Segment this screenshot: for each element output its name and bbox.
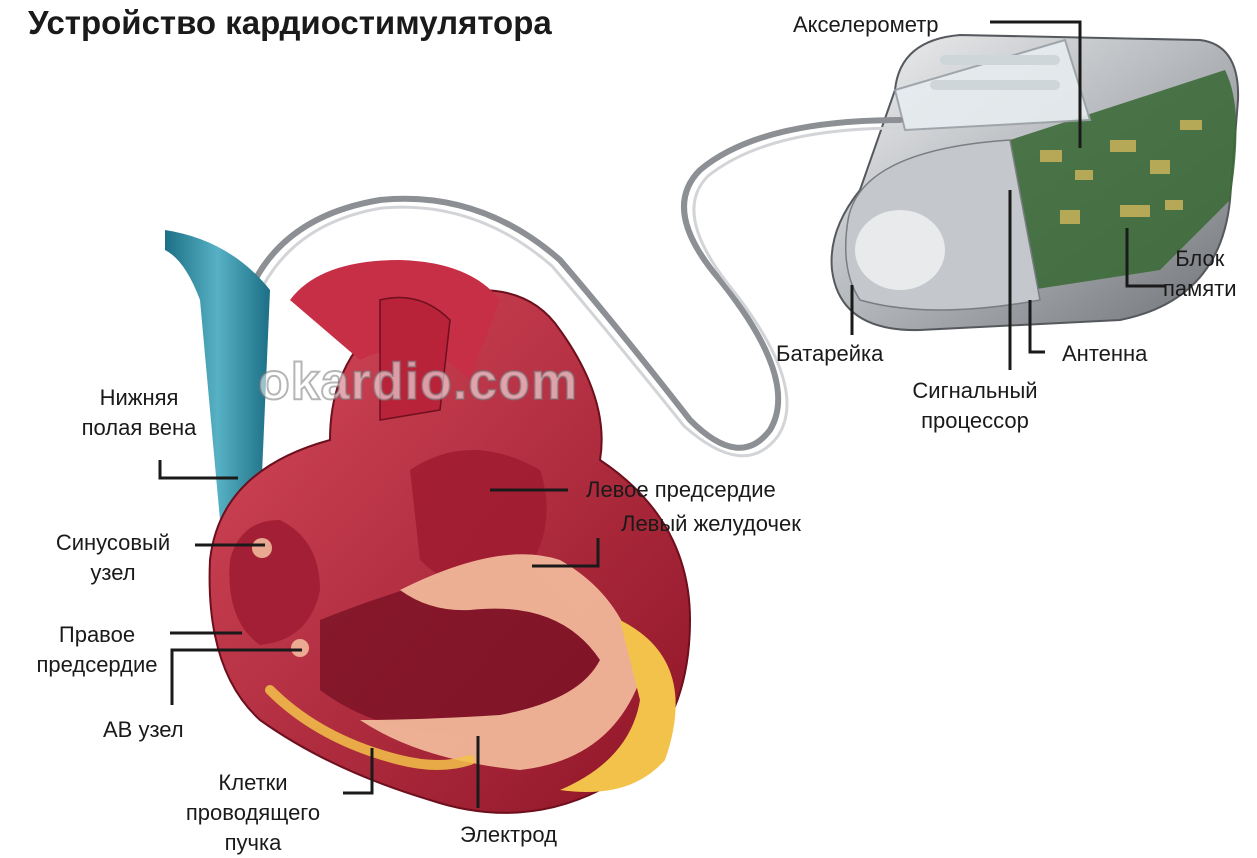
label-memory-unit-line-1: Блок — [1163, 244, 1237, 274]
label-sinus-node: Синусовый узел — [38, 528, 188, 588]
label-conduction-cells-line-1: Клетки — [168, 768, 338, 798]
label-right-atrium-line-2: предсердие — [22, 650, 172, 680]
label-left-ventricle: Левый желудочек — [621, 509, 801, 539]
label-conduction-cells-line-2: проводящего — [168, 798, 338, 828]
label-left-atrium: Левое предсердие — [586, 475, 776, 505]
label-inferior-vena-cava-line-1: Нижняя — [64, 383, 214, 413]
label-battery: Батарейка — [776, 339, 883, 369]
label-electrode: Электрод — [460, 820, 557, 850]
page-title: Устройство кардиостимулятора — [28, 4, 552, 42]
label-antenna: Антенна — [1062, 339, 1147, 369]
label-sinus-node-line-1: Синусовый — [38, 528, 188, 558]
label-signal-processor-line-2: процессор — [885, 406, 1065, 436]
label-sinus-node-line-2: узел — [38, 558, 188, 588]
label-right-atrium: Правое предсердие — [22, 620, 172, 680]
label-inferior-vena-cava-line-2: полая вена — [64, 413, 214, 443]
label-accelerometer: Акселерометр — [793, 10, 939, 40]
label-inferior-vena-cava: Нижняя полая вена — [64, 383, 214, 443]
label-conduction-cells-line-3: пучка — [168, 828, 338, 858]
label-conduction-cells: Клетки проводящего пучка — [168, 768, 338, 858]
label-memory-unit-line-2: памяти — [1163, 274, 1237, 304]
watermark: okardio.com — [258, 352, 578, 412]
label-signal-processor: Сигнальный процессор — [885, 376, 1065, 436]
label-av-node: АВ узел — [103, 715, 184, 745]
label-right-atrium-line-1: Правое — [22, 620, 172, 650]
label-memory-unit: Блок памяти — [1163, 244, 1237, 304]
label-signal-processor-line-1: Сигнальный — [885, 376, 1065, 406]
